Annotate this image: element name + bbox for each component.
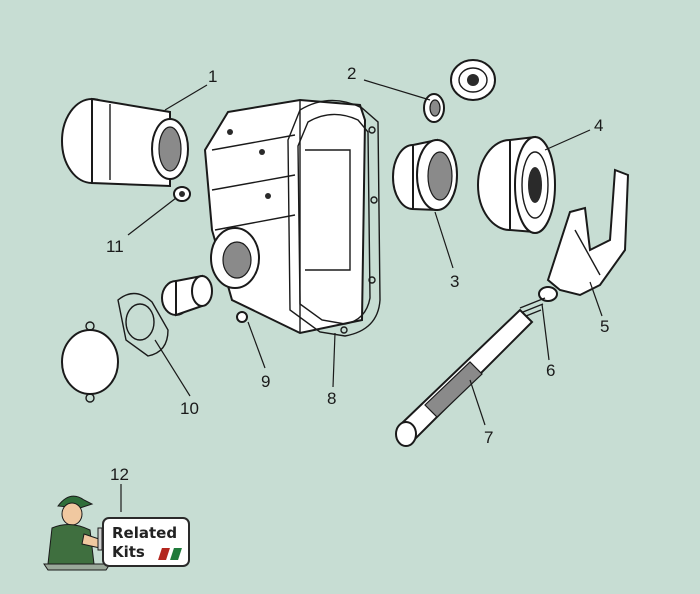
leader-6 [541,303,550,361]
leader-1 [164,84,208,111]
callout-1: 1 [208,67,217,86]
callout-10: 10 [180,399,199,418]
leader-9 [247,321,266,369]
leader-10 [154,339,191,397]
transfer-casing[interactable] [203,98,367,335]
callout-5: 5 [600,317,609,336]
small-bearing[interactable] [450,59,496,101]
leader-3 [434,211,454,269]
callout-3: 3 [450,272,459,291]
part-11-bush[interactable] [173,186,191,202]
callout-12: 12 [110,465,129,484]
mechanic-icon [43,495,111,571]
related-kits-button[interactable]: Related Kits [40,484,190,572]
part-1-flanged-sleeve[interactable] [61,97,189,188]
cover-plate[interactable] [61,321,119,403]
related-kits-line1: Related [112,524,178,542]
callout-9: 9 [261,372,270,391]
related-kits-line2: Kits [112,543,145,561]
part-7-selector-shaft[interactable] [395,308,534,447]
cover-gasket[interactable] [117,292,169,357]
part-9-stud[interactable] [236,311,248,323]
leader-2 [363,79,431,101]
leader-7 [469,379,486,426]
callout-11: 11 [106,237,124,256]
part-4-bearing[interactable] [477,135,556,234]
part-8-gasket[interactable] [287,99,381,337]
related-kits-label-box[interactable]: Related Kits [102,517,190,567]
leader-8 [332,332,336,388]
callout-2: 2 [347,64,356,83]
callout-8: 8 [327,389,336,408]
callout-6: 6 [546,361,555,380]
kits-stripes-icon [156,548,186,560]
red-stripe [158,548,170,560]
part-3-oil-seal[interactable] [392,138,458,212]
leader-11 [127,197,177,236]
part-10-bush[interactable] [161,274,213,317]
part-6-spring[interactable] [515,286,558,321]
leader-4 [544,129,591,151]
part-2-bush[interactable] [423,93,445,123]
leader-5 [589,281,603,317]
green-stripe [170,548,182,560]
callout-7: 7 [484,428,493,447]
part-5-selector-fork[interactable] [546,168,630,297]
callout-4: 4 [594,116,603,135]
